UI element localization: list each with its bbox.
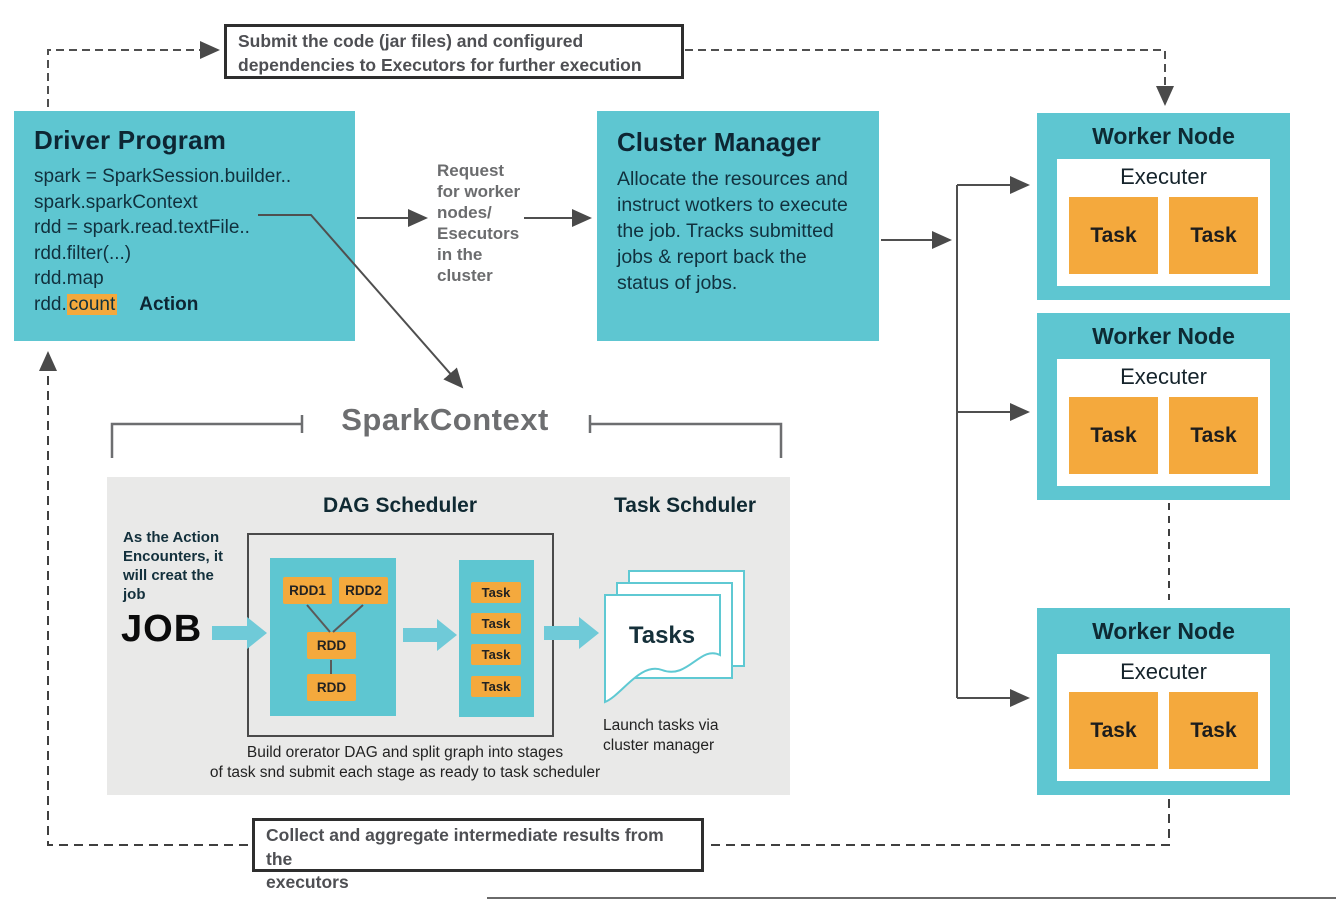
code-line: spark = SparkSession.builder.. (34, 166, 292, 187)
task-scheduler-title: Task Schduler (614, 494, 756, 517)
action-label: Action (139, 293, 199, 315)
count-prefix: rdd. (34, 293, 67, 315)
task-row: Task Task (1057, 390, 1270, 486)
stage-task-box: Task (471, 582, 521, 603)
submit-code-note: Submit the code (jar files) and configur… (224, 24, 684, 79)
collect-results-note: Collect and aggregate intermediate resul… (252, 818, 704, 892)
task-scheduler-caption: Launch tasks via cluster manager (603, 717, 719, 754)
executor-label: Executer (1120, 659, 1207, 684)
sparkcontext-right-bracket (590, 422, 783, 458)
task-box: Task (1069, 197, 1158, 274)
worker-node-1: Worker Node Executer Task Task (1037, 113, 1290, 300)
cluster-manager-title: Cluster Manager (617, 127, 821, 157)
driver-program-title: Driver Program (34, 125, 227, 155)
rdd-bottom-box: RDD (307, 674, 356, 701)
dashed-arrow-submit-note-to-worker1 (685, 49, 1174, 106)
executor-container: Executer Task Task (1057, 654, 1270, 781)
stage-task-box: Task (471, 644, 521, 665)
rdd1-box: RDD1 (283, 577, 332, 604)
worker-node-title: Worker Node (1092, 122, 1235, 149)
task-row: Task Task (1057, 685, 1270, 781)
count-highlight: count (66, 293, 118, 315)
code-line: rdd = spark.read.textFile.. (34, 217, 250, 238)
executor-container: Executer Task Task (1057, 359, 1270, 486)
stage-task-box: Task (471, 613, 521, 634)
job-label: JOB (121, 608, 203, 650)
stage-task-box: Task (471, 676, 521, 697)
action-encounter-note: As the Action Encounters, it will creat … (123, 529, 224, 603)
cluster-manager-description: Allocate the resources and instruct wotk… (617, 168, 848, 294)
worker-node-title: Worker Node (1092, 617, 1235, 644)
driver-program-box: Driver Program spark = SparkSession.buil… (14, 111, 355, 341)
dag-caption: Build orerator DAG and split graph into … (209, 744, 601, 781)
code-line: rdd.filter(...) (34, 242, 132, 264)
dashed-line-worker3-to-collect-note (709, 799, 1170, 846)
task-box: Task (1069, 397, 1158, 474)
executor-label: Executer (1120, 364, 1207, 389)
task-box: Task (1169, 397, 1258, 474)
worker-node-3: Worker Node Executer Task Task (1037, 608, 1290, 795)
code-line: rdd.map (34, 268, 104, 289)
tasks-paper-label: Tasks (628, 622, 696, 649)
request-workers-label: Request for worker nodes/ Esecutors in t… (437, 161, 521, 285)
executor-container: Executer Task Task (1057, 159, 1270, 286)
rdd-mid-box: RDD (307, 632, 356, 659)
sparkcontext-title: SparkContext (341, 402, 549, 437)
bottom-edge-line (487, 897, 1336, 899)
cluster-manager-box: Cluster Manager Allocate the resources a… (597, 111, 879, 341)
rdd2-box: RDD2 (339, 577, 388, 604)
worker-node-2: Worker Node Executer Task Task (1037, 313, 1290, 500)
code-line-count: rdd.count Action (34, 292, 335, 318)
task-box: Task (1169, 692, 1258, 769)
task-box: Task (1169, 197, 1258, 274)
dashed-arrow-driver-to-submit-note (47, 41, 220, 107)
worker-node-title: Worker Node (1092, 322, 1235, 349)
executor-label: Executer (1120, 164, 1207, 189)
task-box: Task (1069, 692, 1158, 769)
sparkcontext-left-bracket (110, 422, 302, 458)
dag-scheduler-title: DAG Scheduler (322, 494, 478, 517)
code-line: spark.sparkContext (34, 191, 198, 213)
task-row: Task Task (1057, 190, 1270, 286)
